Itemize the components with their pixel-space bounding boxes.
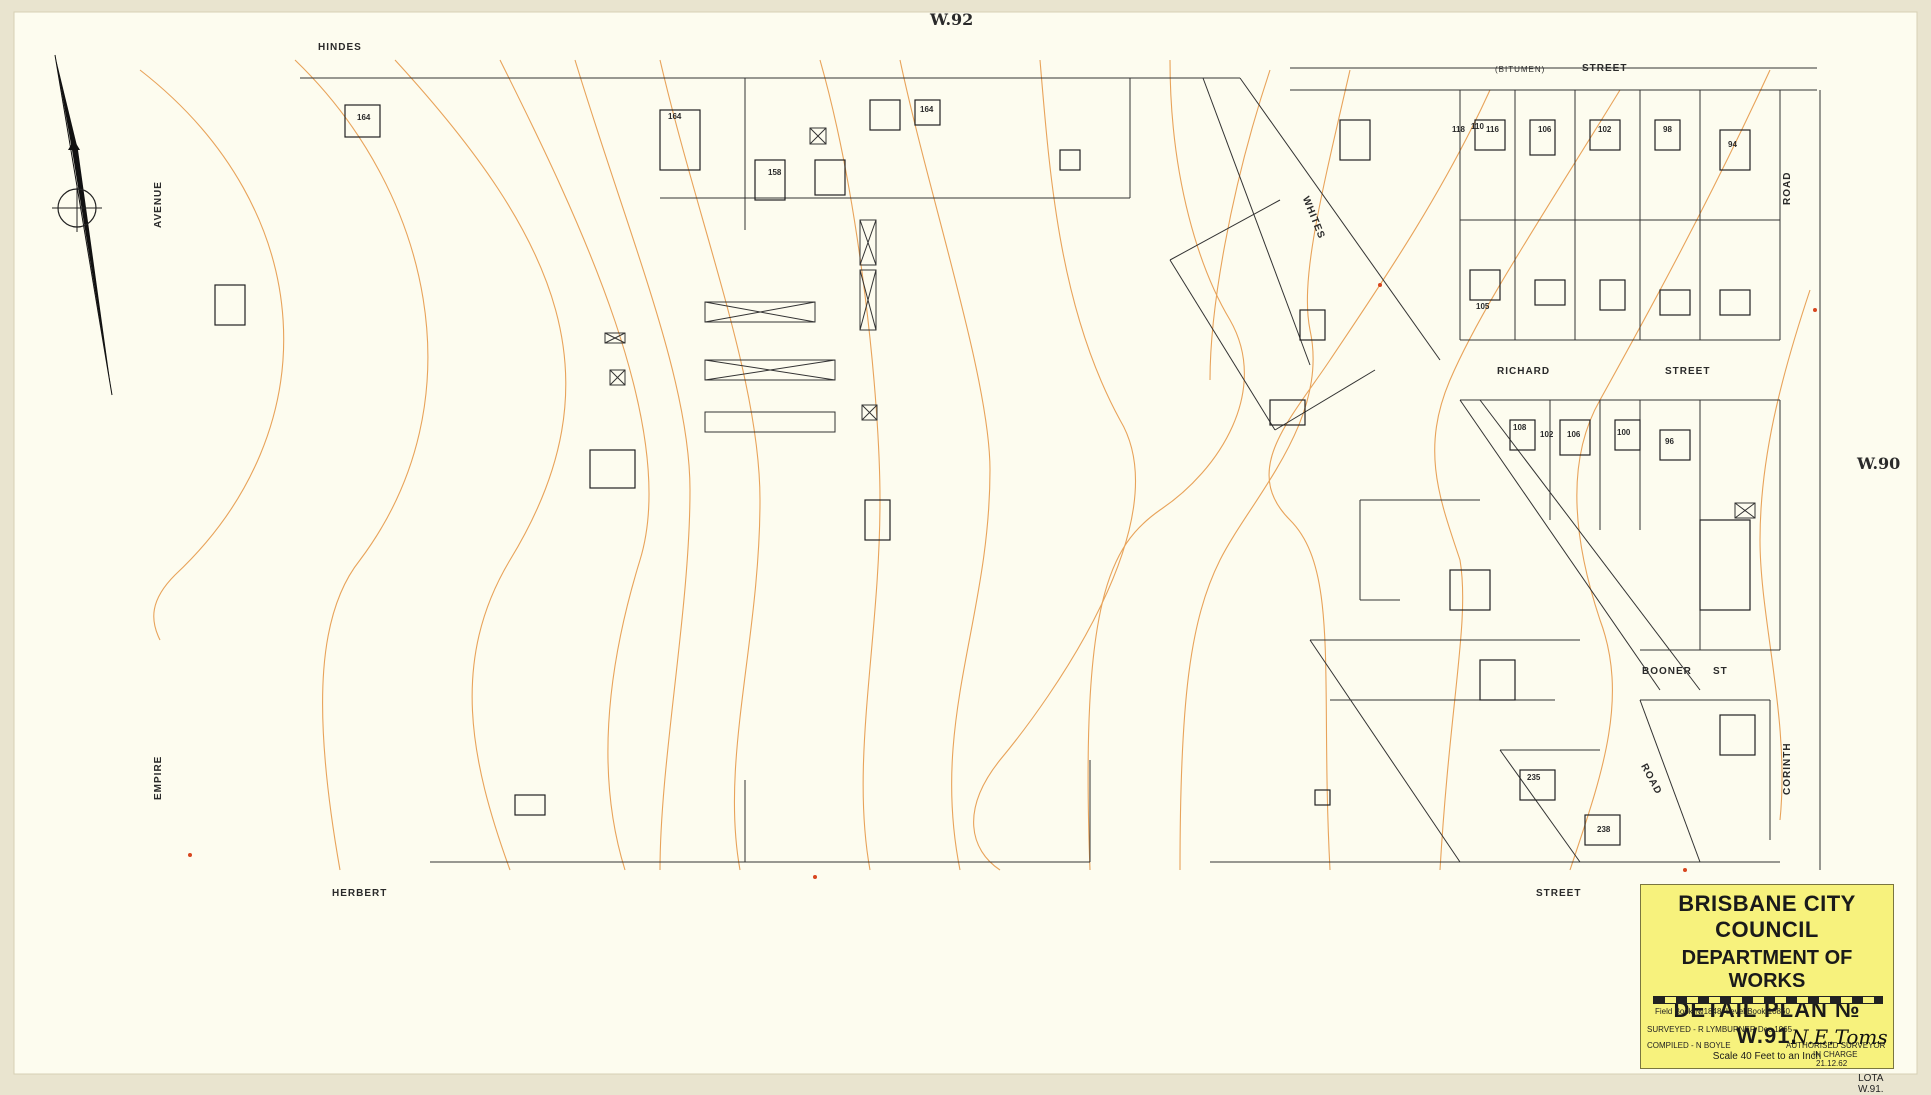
sheet-ref-line-2: W.91. [1858, 1084, 1884, 1095]
lot-number: 102 [1598, 125, 1612, 134]
buildings [214, 99, 1756, 846]
street-label-road-top: ROAD [1782, 171, 1793, 205]
sheet-ref-line-1: LOTA [1858, 1073, 1884, 1084]
street-label-avenue: AVENUE [153, 181, 164, 228]
compiled-by: COMPILED - N BOYLE [1647, 1041, 1731, 1050]
paper [13, 11, 1918, 1075]
lot-number: 96 [1665, 437, 1674, 446]
lot-number: 105 [1476, 302, 1490, 311]
title-block: BRISBANE CITY COUNCIL DEPARTMENT OF WORK… [1640, 884, 1894, 1069]
street-label-richard: RICHARD [1497, 366, 1551, 377]
lot-number: 110 [1471, 122, 1484, 131]
lot-number: 235 [1527, 773, 1541, 782]
street-label-street-bottom: STREET [1536, 888, 1582, 899]
authorised-line-2: IN CHARGE [1813, 1050, 1858, 1059]
signature-date: 21.12.62 [1816, 1059, 1848, 1068]
lot-number: 108 [1513, 423, 1527, 432]
lot-number: 100 [1617, 428, 1631, 437]
street-label-corinth: CORINTH [1782, 742, 1793, 795]
lot-number: 102 [1540, 430, 1554, 439]
field-book-note: Field Book №1848, Level Book 10860 [1655, 1007, 1790, 1016]
street-label-street-richard: STREET [1665, 366, 1711, 377]
scale-text: Scale 40 Feet to an Inch [1712, 1051, 1822, 1062]
street-label-hindes: HINDES [318, 42, 362, 53]
lot-number: 106 [1567, 430, 1581, 439]
authorised-line-1: AUTHORISED SURVEYOR [1786, 1041, 1886, 1050]
north-arrow-icon [52, 54, 113, 396]
department-name: DEPARTMENT OF WORKS [1681, 947, 1853, 992]
street-label-empire: EMPIRE [153, 755, 164, 800]
bench-marks [188, 283, 1817, 879]
street-label-booner: BOONER [1642, 666, 1692, 677]
lot-number: 116 [1486, 125, 1499, 134]
lot-number: 164 [920, 105, 934, 114]
lot-number: 164 [357, 113, 371, 122]
lot-number: 164 [668, 112, 682, 121]
street-label-street-top: STREET [1582, 63, 1628, 74]
street-label-herbert: HERBERT [332, 888, 388, 899]
lot-number: 238 [1597, 825, 1611, 834]
street-label-bitumen: (BITUMEN) [1495, 65, 1546, 74]
street-label-st: ST [1713, 666, 1728, 677]
sheds [604, 127, 1756, 519]
lot-number: 106 [1538, 125, 1552, 134]
council-name: BRISBANE CITY COUNCIL [1678, 891, 1856, 942]
adjoining-sheet-right: W.90 [1857, 454, 1901, 473]
scale-bar [1653, 996, 1883, 1004]
lot-number: 118 [1452, 125, 1465, 134]
surveyor-signature: N.E.Toms [1791, 1025, 1888, 1049]
lot-number: 98 [1663, 125, 1672, 134]
surveyed-by: SURVEYED - R LYMBURNER Dec 1965 [1647, 1025, 1793, 1034]
adjoining-sheet-top: W.92 [930, 10, 974, 29]
lot-number: 158 [768, 168, 782, 177]
sheet-reference: LOTA W.91. [1858, 1073, 1884, 1095]
lot-number: 94 [1728, 140, 1737, 149]
